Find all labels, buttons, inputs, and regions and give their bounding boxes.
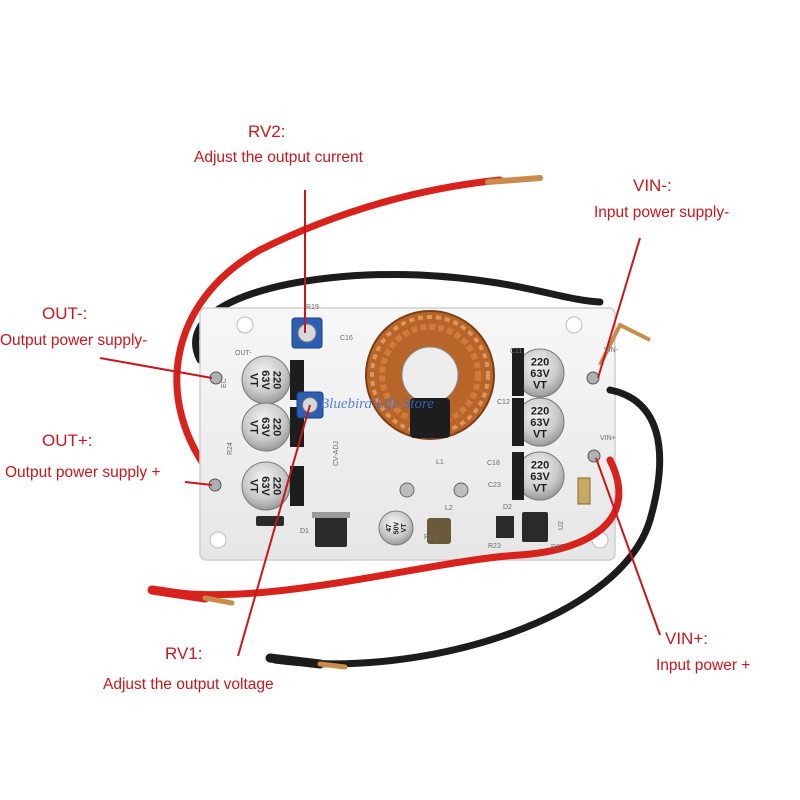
out-plus-label-description: Output power supply + [5,464,161,481]
capacitor-marking-text: 220 [531,459,549,471]
mount-hole-bl [209,531,227,549]
rv2-label-description: Adjust the output current [194,149,363,166]
small-capacitor [378,510,414,546]
silkscreen-label: D1 [300,528,309,535]
capacitor-marking-text: 220 [271,477,283,495]
red-wire-bottom [156,456,623,599]
out-minus-label-title: OUT-: [42,304,88,323]
silkscreen-label: C18 [487,460,500,467]
inductor-l2 [427,518,451,544]
capacitor-marking-text: 63V [530,368,550,380]
capacitor-marking-text: VT [248,479,260,493]
wires-front [147,322,664,670]
silkscreen-label: R21 [424,534,437,541]
red-wire-top [173,176,504,484]
silkscreen-label: C12 [497,399,510,406]
silkscreen-label: R19 [306,304,319,311]
silkscreen-label: CV-ADJ [333,441,340,466]
ic-u2 [522,512,548,542]
toroid-inductor [365,310,495,498]
right-capacitors [512,348,565,501]
store-watermark: Bluebird Life Store [320,396,434,412]
vin-plus-label-description: Input power + [656,657,751,674]
capacitor-marking-text: 63V [259,417,271,437]
capacitor-marking-text: 63V [530,417,550,429]
capacitor-marking-text: 50V [393,521,400,534]
capacitor-marking-text: 63V [259,476,271,496]
capacitor-marking-text: VT [533,379,547,391]
silkscreen-label: U2 [558,521,565,530]
red-wire-top-copper [485,175,543,185]
rv1-label-description: Adjust the output voltage [103,676,274,693]
vin-plus-pointer [595,457,661,636]
silkscreen-label: R24 [227,442,234,455]
rv2-label-title: RV2: [248,122,286,141]
capacitor-marking-text: VT [401,523,408,533]
out-plus-label-title: OUT+: [42,431,93,450]
capacitor-marking-text: VT [248,373,260,387]
silkscreen-label: VIN- [604,347,619,354]
capacitor-marking-text: 220 [271,371,283,389]
out-minus-label-description: Output power supply- [0,332,148,349]
capacitor-marking-text: VT [248,420,260,434]
silkscreen-label: EC [221,378,228,388]
out-minus-pointer [99,357,213,379]
capacitor-marking-text: 220 [271,418,283,436]
silkscreen-label: L2 [445,505,453,512]
silkscreen-label: R23 [488,543,501,550]
silkscreen-label: C16 [340,335,353,342]
bottom-components [256,477,591,547]
annotation-lines [99,190,661,657]
silkscreen-label: OUT- [235,350,252,357]
capacitor-marking-text: 63V [530,471,550,483]
diode-d1 [315,515,347,547]
mount-hole-tr [565,316,583,334]
vin-minus-label-description: Input power supply- [594,204,730,221]
out-plus-pointer [184,481,213,486]
capacitor-marking-text: VT [533,482,547,494]
vin-plus-label-title: VIN+: [665,629,708,648]
vin-plus-pad [587,449,601,463]
vin-minus-label-title: VIN-: [633,176,672,195]
vin-minus-pointer [597,237,641,379]
capacitor-marking-text: 47 [386,524,393,532]
capacitor-marking-text: VT [533,428,547,440]
rv1-label-title: RV1: [165,644,203,663]
silkscreen-label: C11 [510,348,522,355]
terminals [208,371,601,492]
silkscreen-label: D2 [503,504,512,511]
rv1-pointer [237,404,311,657]
capacitor-marking-text: 220 [531,405,549,417]
capacitor-marking-text: 220 [531,356,549,368]
mount-hole-tl [236,316,254,334]
silkscreen-label: R22 [551,544,564,551]
silkscreen-label: C23 [488,482,501,489]
black-wire-bottom [271,386,664,668]
trimpots [291,317,324,419]
capacitor-marking-text: 63V [259,370,271,390]
silkscreen-label: VIN+ [600,435,616,442]
vin-minus-pad [586,371,600,385]
silkscreen-label: L1 [436,459,444,466]
